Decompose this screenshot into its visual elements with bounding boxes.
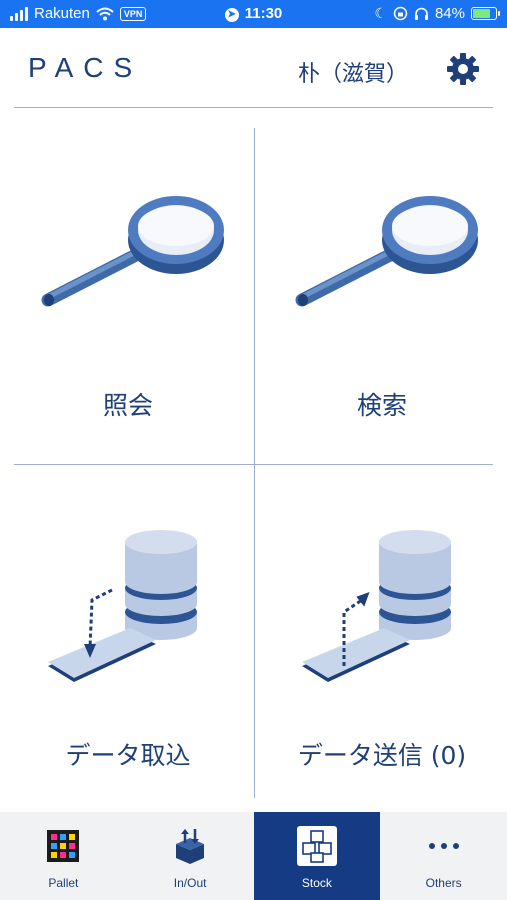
status-left: Rakuten VPN xyxy=(10,5,147,22)
status-right: ☾ 84% xyxy=(374,5,500,22)
more-icon xyxy=(428,843,459,849)
app-logo: PACS xyxy=(28,52,143,83)
stock-icon xyxy=(296,826,337,866)
moon-icon: ☾ xyxy=(374,5,387,21)
tile-data-send[interactable]: データ送信 (0) xyxy=(262,466,502,798)
pallet-icon xyxy=(47,830,80,862)
headphones-icon xyxy=(414,7,428,20)
nav-label: Others xyxy=(425,876,462,890)
time: 11:30 xyxy=(244,5,283,22)
in-out-icon xyxy=(176,829,205,864)
bottom-nav: Pallet In/Out Stock xyxy=(0,812,507,900)
header-divider xyxy=(14,107,493,108)
nav-item-pallet[interactable]: Pallet xyxy=(0,812,127,900)
battery-percent: 84% xyxy=(434,5,465,22)
battery-icon xyxy=(471,7,500,20)
nav-item-stock[interactable]: Stock xyxy=(253,812,381,900)
database-export-icon xyxy=(302,530,451,682)
magnifier-icon xyxy=(295,196,478,307)
nav-label: In/Out xyxy=(173,876,207,890)
nav-item-in-out[interactable]: In/Out xyxy=(127,812,254,900)
tile-label: データ送信 (0) xyxy=(297,741,467,770)
tile-label: データ取込 xyxy=(65,741,191,770)
grid-divider-vertical xyxy=(254,128,255,798)
rotation-lock-icon xyxy=(393,6,408,21)
tile-search[interactable]: 検索 xyxy=(262,128,502,464)
grid-divider-horizontal xyxy=(14,464,493,465)
nav-item-others[interactable]: Others xyxy=(380,812,507,900)
tile-inquiry[interactable]: 照会 xyxy=(8,128,248,464)
tile-label: 検索 xyxy=(356,391,407,420)
nav-label: Stock xyxy=(301,876,332,890)
app-header: PACS 朴（滋賀） xyxy=(0,28,507,108)
nav-label: Pallet xyxy=(48,876,79,890)
magnifier-icon xyxy=(41,196,224,307)
signal-icon xyxy=(10,6,28,21)
carrier-name: Rakuten xyxy=(34,5,90,22)
user-name: 朴（滋賀） xyxy=(298,62,409,87)
status-bar: Rakuten VPN ➤ 11:30 ☾ 84% xyxy=(0,0,507,28)
location-icon: ➤ xyxy=(224,8,239,22)
gear-icon[interactable] xyxy=(446,52,480,86)
tile-data-import[interactable]: データ取込 xyxy=(8,466,248,798)
status-clock: ➤ 11:30 xyxy=(0,5,507,22)
tile-label: 照会 xyxy=(102,391,153,420)
database-import-icon xyxy=(48,530,197,682)
wifi-icon xyxy=(96,7,114,20)
vpn-badge: VPN xyxy=(119,6,147,21)
